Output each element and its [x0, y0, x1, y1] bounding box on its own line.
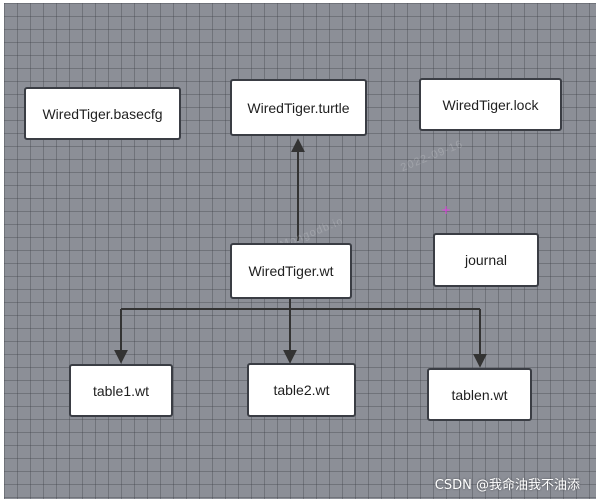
- node-table1[interactable]: table1.wt: [69, 364, 173, 417]
- diagram-canvas: 2021Mongodb.io 2022-09-16 WiredTiger.bas…: [4, 3, 596, 499]
- node-wt[interactable]: WiredTiger.wt: [230, 243, 352, 299]
- node-journal[interactable]: journal: [433, 233, 539, 287]
- node-turtle[interactable]: WiredTiger.turtle: [230, 79, 367, 136]
- node-basecfg[interactable]: WiredTiger.basecfg: [24, 87, 181, 140]
- node-tablen[interactable]: tablen.wt: [427, 368, 532, 421]
- credit-watermark: CSDN @我命油我不油添: [434, 478, 580, 493]
- node-table2[interactable]: table2.wt: [247, 363, 356, 417]
- edges-layer: [114, 138, 487, 368]
- node-lock[interactable]: WiredTiger.lock: [419, 78, 562, 131]
- plus-marker-icon: +: [441, 203, 452, 217]
